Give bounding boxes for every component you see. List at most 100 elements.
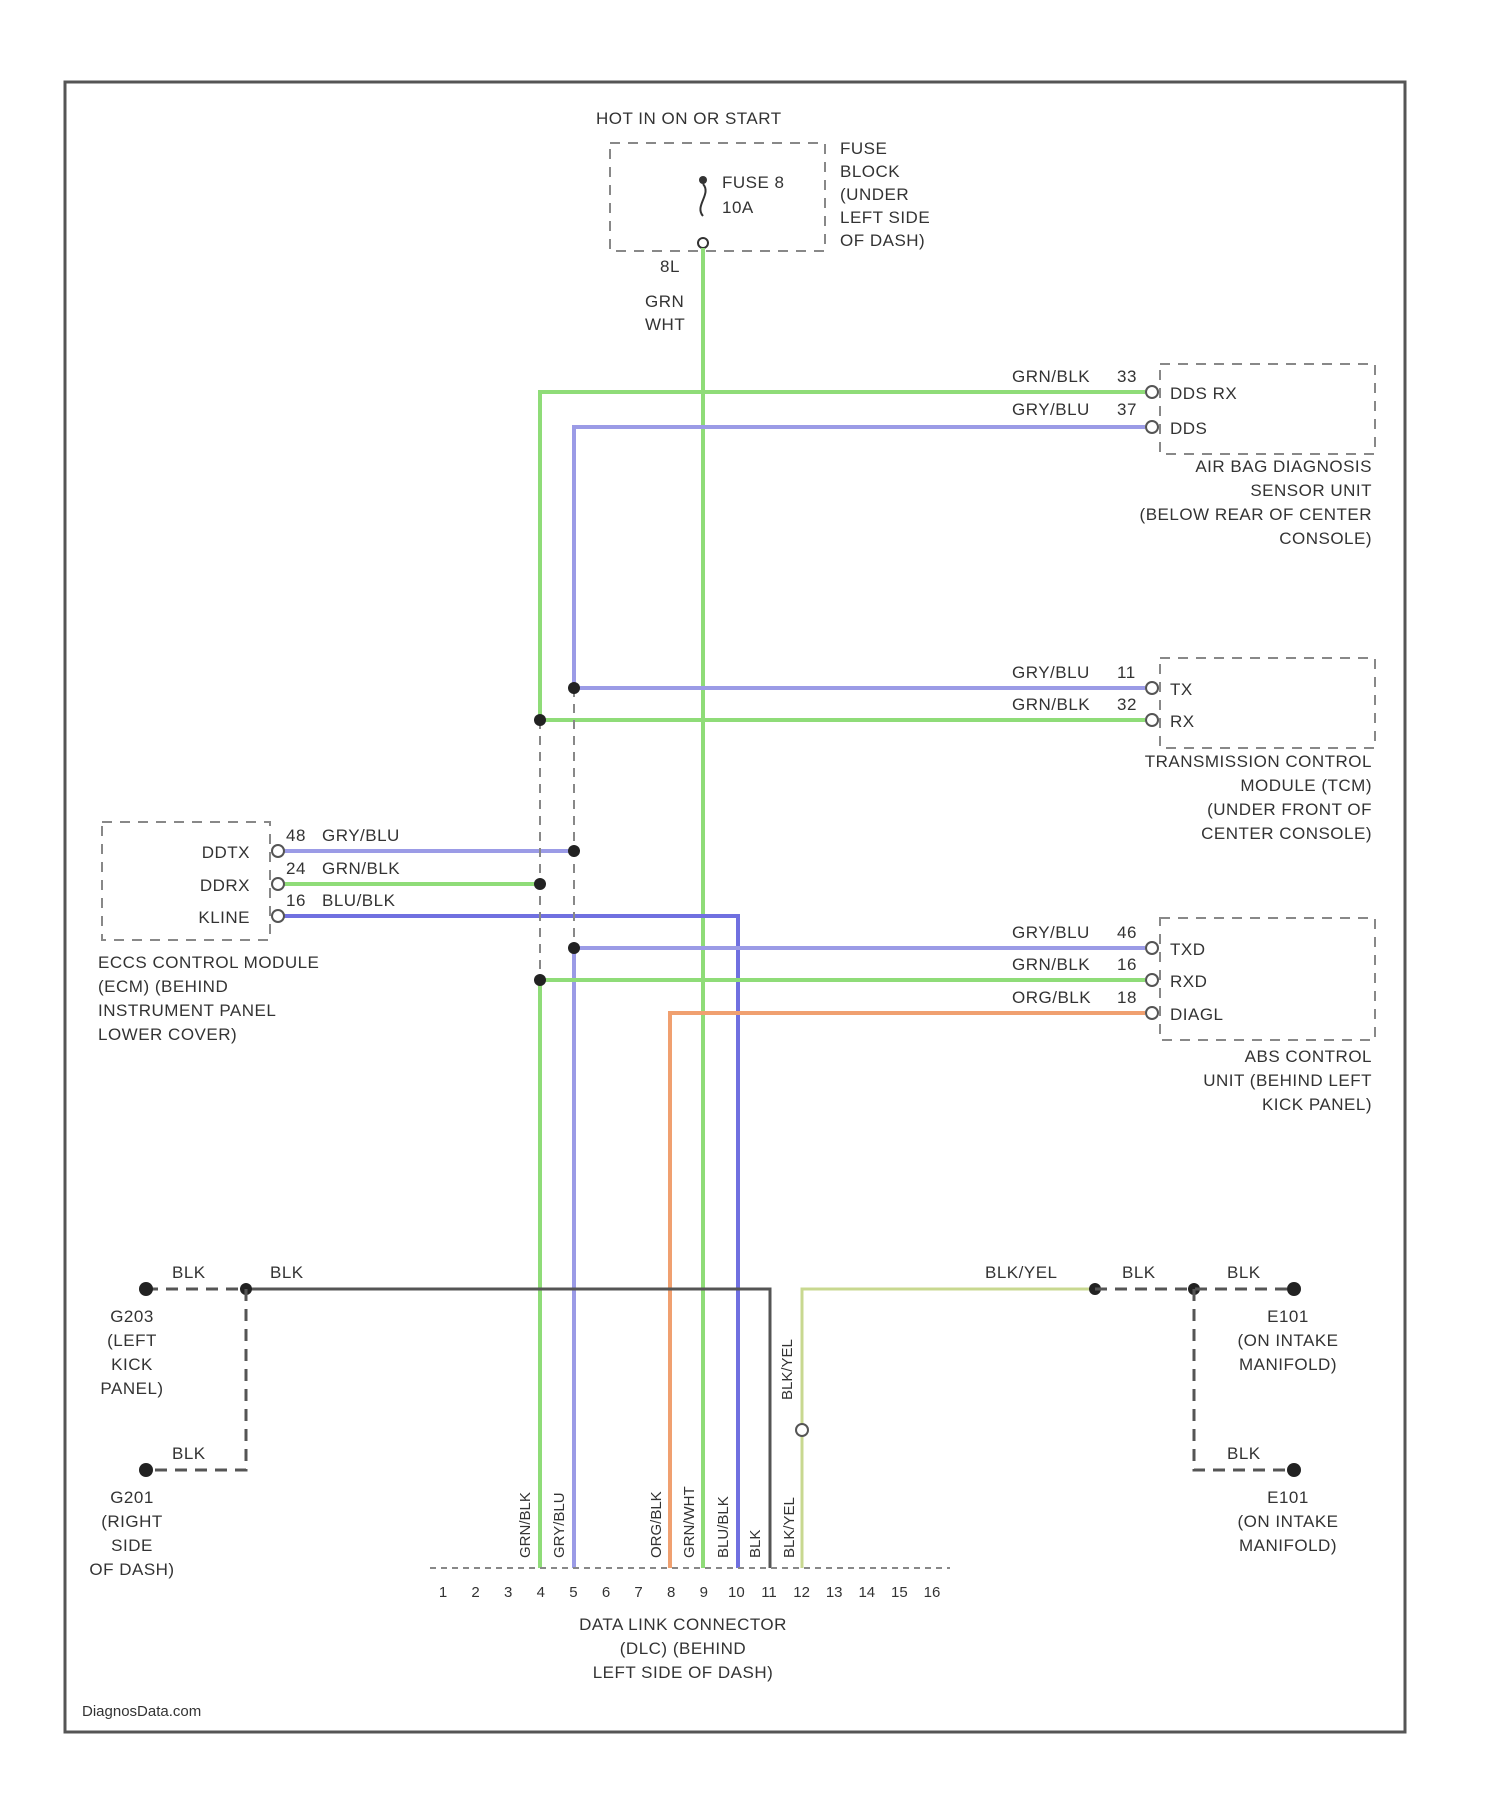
air-bag-pin-1: 33	[1117, 367, 1137, 386]
tcm-terminal-1: TX	[1170, 680, 1193, 699]
splice	[534, 878, 546, 890]
fuse-wire-color-1: GRN	[645, 292, 684, 311]
dlc-wire-label-p8: ORG/BLK	[648, 1491, 665, 1558]
dlc-name-3: LEFT SIDE OF DASH)	[593, 1663, 774, 1682]
splice	[534, 714, 546, 726]
ground-point-g203	[139, 1282, 153, 1296]
g201-label: SIDE	[111, 1536, 153, 1555]
dlc-pin-number: 6	[602, 1584, 610, 1601]
ecm-terminal-2: DDRX	[200, 876, 250, 895]
tcm-name-2: MODULE (TCM)	[1240, 776, 1372, 795]
fuse-block-box	[610, 143, 825, 251]
abs-terminal-3: DIAGL	[1170, 1005, 1224, 1024]
air-bag-name-2: SENSOR UNIT	[1250, 481, 1372, 500]
ecm-wire-1: GRY/BLU	[322, 826, 400, 845]
air-bag-name-4: CONSOLE)	[1279, 529, 1372, 548]
transmission-control-module: GRY/BLU 11 GRN/BLK 32 TX RX TRANSMISSION…	[1012, 658, 1375, 843]
abs-pin-3: 18	[1117, 988, 1137, 1007]
ground-point-g201	[139, 1463, 153, 1477]
ecm-terminal-1: DDTX	[202, 843, 250, 862]
e101-bottom-label: MANIFOLD)	[1239, 1536, 1337, 1555]
tcm-box	[1160, 658, 1375, 748]
abs-pin-1: 46	[1117, 923, 1137, 942]
dlc-pin-number: 14	[858, 1584, 875, 1601]
eccs-control-module: DDTX DDRX KLINE 48 GRY/BLU 24 GRN/BLK 16…	[98, 822, 400, 1044]
e101-top-label: E101	[1267, 1307, 1309, 1326]
tcm-name-1: TRANSMISSION CONTROL	[1145, 752, 1372, 771]
dlc-pin-number: 2	[471, 1584, 479, 1601]
ecm-terminal-3: KLINE	[198, 908, 250, 927]
connector-pin	[1146, 386, 1158, 398]
ecm-name-1: ECCS CONTROL MODULE	[98, 953, 319, 972]
ground-point-e101-top	[1287, 1282, 1301, 1296]
fuse-terminal-label: 8L	[660, 257, 680, 276]
abs-wire-1: GRY/BLU	[1012, 923, 1090, 942]
fuse-block-header: HOT IN ON OR START	[596, 109, 782, 128]
e101-top-label: (ON INTAKE	[1237, 1331, 1338, 1350]
dlc-pin-number: 16	[924, 1584, 941, 1601]
connector-pin	[1146, 942, 1158, 954]
air-bag-wire-2: GRY/BLU	[1012, 400, 1090, 419]
dlc-pin-number: 3	[504, 1584, 512, 1601]
dlc-wire-label-p9: GRN/WHT	[681, 1486, 698, 1558]
tcm-name-4: CENTER CONSOLE)	[1201, 824, 1372, 843]
connector-pin	[272, 910, 284, 922]
air-bag-terminal-1: DDS RX	[1170, 384, 1237, 403]
ecm-name-2: (ECM) (BEHIND	[98, 977, 228, 996]
ground-wire-label: BLK	[172, 1444, 206, 1463]
tcm-pin-1: 11	[1117, 663, 1136, 682]
dlc-pin-number: 7	[634, 1584, 642, 1601]
dlc-pin-number: 10	[728, 1584, 745, 1601]
splice	[534, 974, 546, 986]
diagram-frame	[65, 82, 1405, 1732]
tcm-wire-2: GRN/BLK	[1012, 695, 1090, 714]
dlc-wire-labels: GRN/BLK GRY/BLU ORG/BLK GRN/WHT BLU/BLK …	[517, 1486, 798, 1558]
dlc-pin-labels: 12345678910111213141516	[439, 1584, 941, 1601]
tcm-terminal-2: RX	[1170, 712, 1195, 731]
tcm-name-3: (UNDER FRONT OF	[1207, 800, 1372, 819]
connector-pin	[1146, 974, 1158, 986]
ground-wire-label: BLK	[270, 1263, 304, 1282]
connector-pin	[1146, 682, 1158, 694]
watermark: DiagnosData.com	[82, 1703, 201, 1720]
fuse-block-location-5: OF DASH)	[840, 231, 925, 250]
dlc-pin-number: 1	[439, 1584, 447, 1601]
shield-lines	[540, 688, 574, 980]
abs-terminal-2: RXD	[1170, 972, 1207, 991]
ecm-name-4: LOWER COVER)	[98, 1025, 237, 1044]
g203-label: G203	[110, 1307, 154, 1326]
riser-connector	[796, 1424, 808, 1436]
dlc-wire-label-p11: BLK	[747, 1530, 764, 1558]
air-bag-pin-2: 37	[1117, 400, 1137, 419]
splice	[568, 942, 580, 954]
dlc-pin-number: 8	[667, 1584, 675, 1601]
dlc-wire-label-p4: GRN/BLK	[517, 1492, 534, 1558]
g201-label: (RIGHT	[101, 1512, 163, 1531]
dlc-pin-number: 4	[537, 1584, 545, 1601]
fuse-wire-color-2: WHT	[645, 315, 685, 334]
fuse-block-location-1: FUSE	[840, 139, 887, 158]
connector-pin	[272, 878, 284, 890]
connector-pin	[1146, 714, 1158, 726]
grounds: BLK BLK BLK BLK/YEL BLK BLK BLK G203 (LE…	[89, 1263, 1338, 1579]
ground-wire-label: BLK	[1227, 1444, 1261, 1463]
tcm-pin-2: 32	[1117, 695, 1137, 714]
air-bag-name-1: AIR BAG DIAGNOSIS	[1195, 457, 1372, 476]
e101-bottom-label: (ON INTAKE	[1237, 1512, 1338, 1531]
ecm-pin-3: 16	[286, 891, 306, 910]
g203-label: PANEL)	[100, 1379, 163, 1398]
dlc-pin-number: 5	[569, 1584, 577, 1601]
wire-violet-trunk	[574, 427, 1145, 688]
ecm-name-3: INSTRUMENT PANEL	[98, 1001, 276, 1020]
connector-pin	[1146, 1007, 1158, 1019]
ground-wire-label: BLK/YEL	[985, 1263, 1058, 1282]
fuse-terminal-top	[699, 176, 707, 184]
abs-wire-2: GRN/BLK	[1012, 955, 1090, 974]
e101-top-label: MANIFOLD)	[1239, 1355, 1337, 1374]
abs-name-1: ABS CONTROL	[1245, 1047, 1372, 1066]
ecm-wire-2: GRN/BLK	[322, 859, 400, 878]
abs-wire-3: ORG/BLK	[1012, 988, 1091, 1007]
g203-label: (LEFT	[107, 1331, 157, 1350]
fuse-terminal-bottom	[698, 238, 708, 248]
